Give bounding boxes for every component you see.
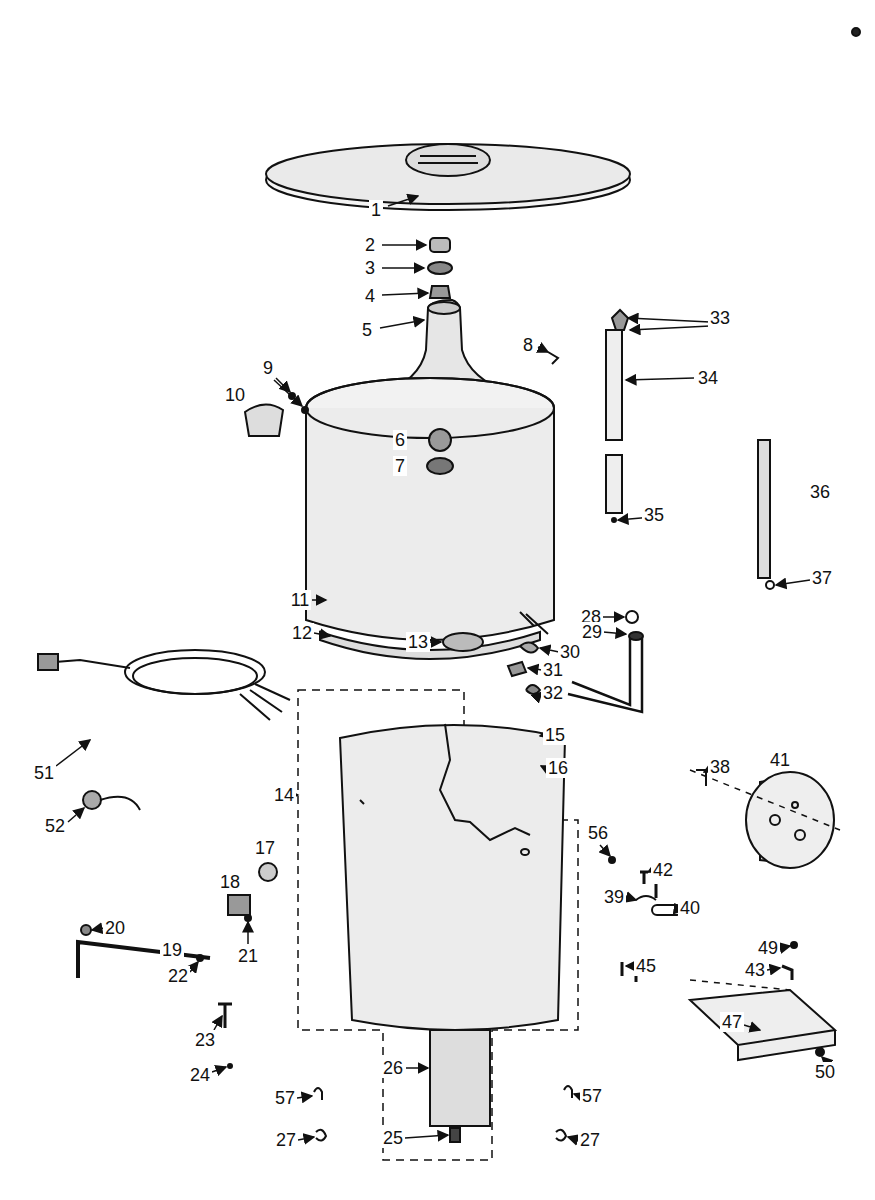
- callout-number: 56: [586, 823, 610, 843]
- callout-number: 52: [43, 816, 67, 836]
- callout-number: 29: [580, 622, 604, 642]
- callout-number: 43: [743, 960, 767, 980]
- callout-number: 57: [273, 1088, 297, 1108]
- callout-number: 41: [768, 750, 792, 770]
- callout-number: 36: [808, 482, 832, 502]
- callout-number: 10: [223, 385, 247, 405]
- callout-number: 27: [274, 1130, 298, 1150]
- callout-number: 45: [634, 956, 658, 976]
- callout-number: 40: [678, 898, 702, 918]
- callout-number: 23: [193, 1030, 217, 1050]
- callout-number: 3: [363, 258, 377, 278]
- callout-number: 20: [103, 918, 127, 938]
- callout-number: 12: [290, 623, 314, 643]
- callout-number: 51: [32, 763, 56, 783]
- callout-number: 34: [696, 368, 720, 388]
- callout-number: 18: [218, 872, 242, 892]
- callout-number: 14: [272, 785, 296, 805]
- callout-number: 50: [813, 1062, 837, 1082]
- callout-number: 6: [393, 430, 407, 450]
- callout-number: 1: [369, 200, 383, 220]
- callout-number: 9: [261, 358, 275, 378]
- callout-number: 30: [558, 642, 582, 662]
- callout-number: 31: [541, 660, 565, 680]
- callout-number: 4: [363, 286, 377, 306]
- callout-number: 38: [708, 757, 732, 777]
- callout-number: 32: [541, 683, 565, 703]
- callout-number: 11: [289, 590, 312, 610]
- callout-number: 27: [578, 1130, 602, 1150]
- callout-number: 8: [521, 335, 535, 355]
- callout-number: 5: [360, 320, 374, 340]
- callout-number: 16: [546, 758, 570, 778]
- callout-number: 35: [642, 505, 666, 525]
- callout-number: 24: [188, 1065, 212, 1085]
- callout-number: 37: [810, 568, 834, 588]
- callout-number: 2: [363, 235, 377, 255]
- callout-number: 42: [651, 860, 675, 880]
- callout-number: 47: [720, 1012, 744, 1032]
- callout-number: 49: [756, 938, 780, 958]
- callout-number: 25: [381, 1128, 405, 1148]
- callout-number: 7: [393, 456, 407, 476]
- callout-number: 15: [543, 725, 567, 745]
- callout-number: 57: [580, 1086, 604, 1106]
- callout-number: 17: [253, 838, 277, 858]
- callout-number: 26: [381, 1058, 405, 1078]
- callout-number: 22: [166, 966, 190, 986]
- callout-number: 39: [602, 887, 626, 907]
- callout-number: 13: [406, 632, 430, 652]
- callout-number: 33: [708, 308, 732, 328]
- callout-number: 19: [160, 940, 184, 960]
- callout-number: 21: [236, 946, 260, 966]
